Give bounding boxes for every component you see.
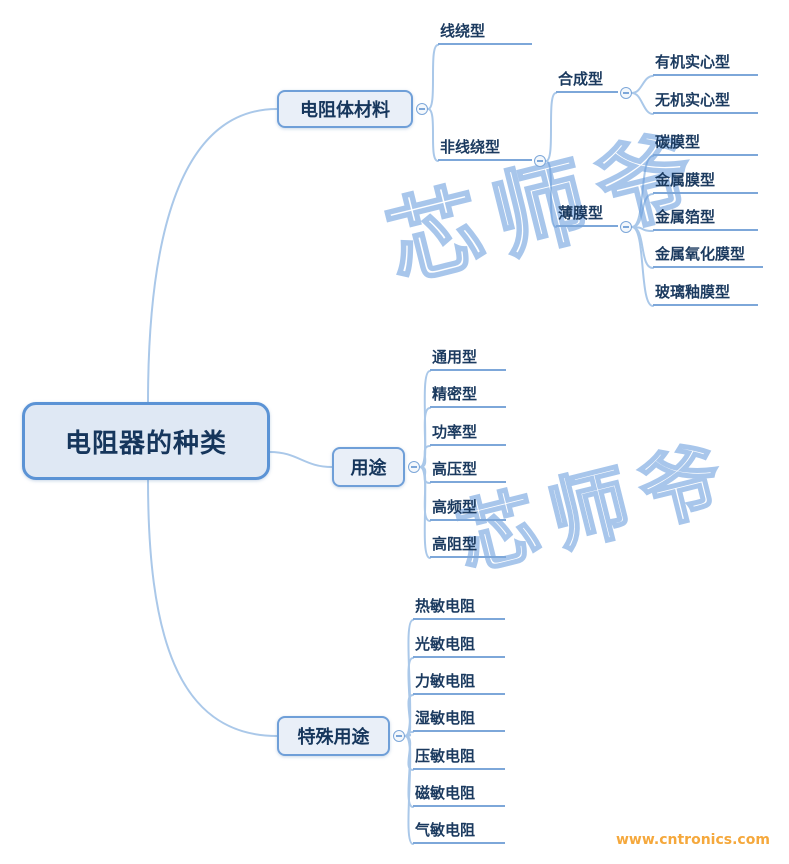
node-resistor-material[interactable]: 电阻体材料 — [277, 90, 413, 128]
node-power[interactable]: 功率型 — [430, 423, 506, 446]
node-metal-foil[interactable]: 金属箔型 — [653, 208, 758, 231]
node-glass-glaze-film[interactable]: 玻璃釉膜型 — [653, 283, 758, 306]
collapse-icon[interactable] — [620, 87, 632, 99]
collapse-icon[interactable] — [408, 461, 420, 473]
node-non-wire-wound[interactable]: 非线绕型 — [438, 138, 532, 161]
collapse-icon[interactable] — [534, 155, 546, 167]
node-thermistor[interactable]: 热敏电阻 — [413, 597, 505, 620]
node-wire-wound[interactable]: 线绕型 — [438, 22, 532, 45]
node-high-voltage[interactable]: 高压型 — [430, 460, 506, 483]
collapse-icon[interactable] — [620, 221, 632, 233]
node-gas-sensitive[interactable]: 气敏电阻 — [413, 821, 505, 844]
collapse-icon[interactable] — [416, 103, 428, 115]
collapse-icon[interactable] — [393, 730, 405, 742]
node-synthetic[interactable]: 合成型 — [556, 70, 618, 93]
node-varistor[interactable]: 压敏电阻 — [413, 747, 505, 770]
node-magneto-sensitive[interactable]: 磁敏电阻 — [413, 784, 505, 807]
node-metal-oxide-film[interactable]: 金属氧化膜型 — [653, 245, 763, 268]
node-photoresistor[interactable]: 光敏电阻 — [413, 635, 505, 658]
node-force-sensitive[interactable]: 力敏电阻 — [413, 672, 505, 695]
node-high-resistance[interactable]: 高阻型 — [430, 535, 506, 558]
node-humidity-sensitive[interactable]: 湿敏电阻 — [413, 709, 505, 732]
node-special-usage[interactable]: 特殊用途 — [277, 716, 390, 756]
node-usage[interactable]: 用途 — [332, 447, 405, 487]
node-resistor-types[interactable]: 电阻器的种类 — [22, 402, 270, 480]
site-watermark: www.cntronics.com — [616, 832, 770, 848]
node-high-frequency[interactable]: 高频型 — [430, 498, 506, 521]
brand-watermark: 芯师爷 — [376, 116, 719, 303]
node-carbon-film[interactable]: 碳膜型 — [653, 133, 758, 156]
node-thin-film[interactable]: 薄膜型 — [556, 204, 618, 227]
node-general-purpose[interactable]: 通用型 — [430, 348, 506, 371]
node-inorganic-solid[interactable]: 无机实心型 — [653, 91, 758, 114]
node-precision[interactable]: 精密型 — [430, 385, 506, 408]
node-organic-solid[interactable]: 有机实心型 — [653, 53, 758, 76]
node-metal-film[interactable]: 金属膜型 — [653, 171, 758, 194]
